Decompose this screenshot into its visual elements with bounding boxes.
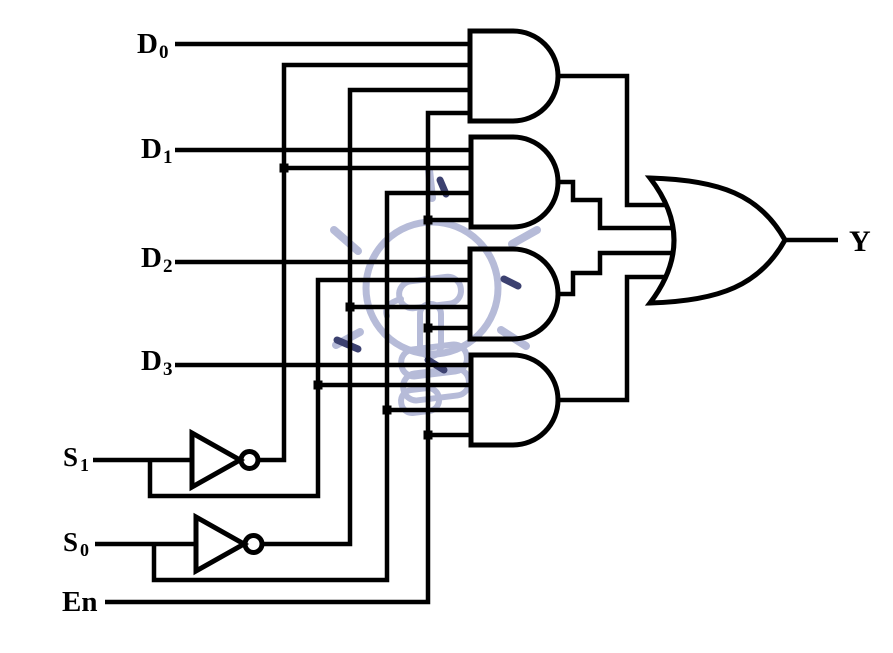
wire-and1-to-or: [558, 73, 667, 208]
and-gate-1: [467, 28, 561, 124]
watermark-ray-upper-right: [508, 226, 541, 248]
and-gate-2: [468, 134, 561, 230]
junction-en-and4: [423, 430, 433, 440]
label-y-output: Y: [849, 225, 871, 258]
label-d2: D: [141, 242, 162, 274]
junction-dots: [279, 163, 433, 440]
label-d1: D: [141, 133, 162, 165]
label-s0-subscript: 0: [80, 540, 89, 560]
label-d3: D: [141, 345, 162, 377]
junction-s1-and4: [313, 380, 323, 390]
wire-s1-inverted-to-and1: [258, 62, 470, 463]
or-gate: [644, 175, 788, 306]
label-d1-subscript: 1: [163, 147, 173, 168]
not-gate-s0: [193, 512, 265, 576]
not-gate-s1: [189, 428, 261, 492]
wire-s0-bypass-to-and2: [151, 190, 471, 583]
wire-and2-to-or: [558, 179, 674, 231]
and-gate-3: [467, 246, 561, 342]
junction-s0-and4: [382, 405, 392, 415]
watermark-dash-right: [500, 275, 522, 290]
watermark-ray-upper-left: [330, 226, 362, 255]
junction-s1-inverted-and2: [279, 163, 289, 173]
label-d0-subscript: 0: [159, 42, 169, 63]
label-s1: S: [63, 442, 78, 472]
label-d2-subscript: 2: [163, 256, 173, 277]
not-gate-s1-bubble: [238, 449, 261, 471]
label-s1-subscript: 1: [80, 455, 89, 475]
label-en: En: [62, 586, 97, 618]
label-s0: S: [63, 527, 78, 557]
label-d3-subscript: 3: [163, 359, 173, 380]
junction-s0-inverted-and3: [345, 302, 355, 312]
wire-and4-to-or: [558, 274, 666, 403]
wire-and3-to-or: [558, 250, 674, 297]
wire-s1-bypass-to-and3: [147, 277, 470, 499]
junction-en-and3: [423, 323, 433, 333]
wire-s0-inverted-to-and1: [262, 87, 470, 547]
junction-en-and2: [423, 215, 433, 225]
labels: D 0 D 1 D 2 D 3 S 1 S 0 En Y: [62, 28, 871, 618]
not-gate-s0-triangle: [193, 512, 250, 576]
lightbulb-watermark: [330, 166, 541, 416]
watermark-dash-lower-left: [333, 336, 362, 353]
wire-en-to-and1: [105, 110, 470, 605]
not-gate-s1-triangle: [189, 428, 246, 492]
not-gate-s0-bubble: [242, 533, 265, 555]
and-gate-4: [468, 352, 561, 448]
label-d0: D: [137, 28, 158, 60]
